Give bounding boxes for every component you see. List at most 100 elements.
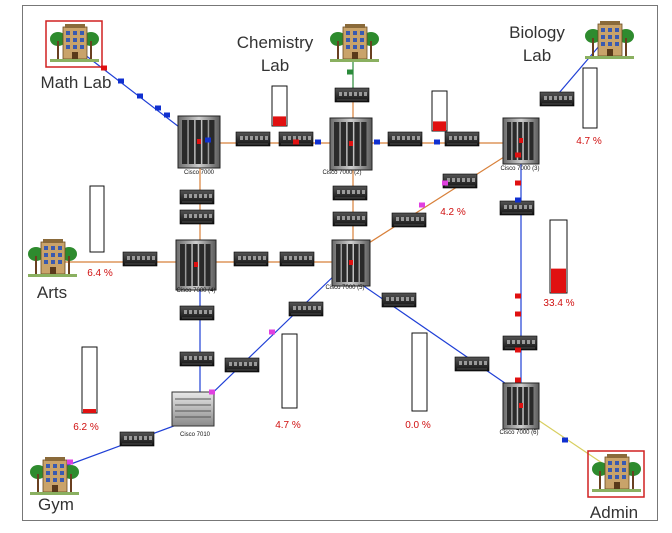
switch-icon	[224, 357, 260, 373]
site-math[interactable]	[45, 20, 103, 68]
site-label-arts: Arts	[37, 283, 67, 302]
router-r1[interactable]	[177, 115, 221, 169]
switch-13[interactable]	[279, 251, 315, 267]
switch-icon	[179, 351, 215, 367]
switch-5[interactable]	[444, 131, 480, 147]
packet-6	[205, 137, 211, 143]
packet-10	[434, 139, 440, 145]
meter-frame	[281, 333, 298, 409]
meter-m-gym	[81, 346, 98, 414]
switch-4[interactable]	[387, 131, 423, 147]
switch-icon	[442, 173, 478, 189]
switch-24[interactable]	[119, 431, 155, 447]
meter-fill	[273, 116, 286, 126]
switch-22[interactable]	[502, 335, 538, 351]
switch-icon	[332, 211, 368, 227]
site-admin[interactable]	[587, 450, 645, 498]
switch-12[interactable]	[233, 251, 269, 267]
packet-1	[101, 65, 107, 71]
meter-label-m-gym: 6.2 %	[73, 422, 99, 433]
site-label-math: Math Lab	[41, 73, 112, 92]
router-label-r3: Cisco 7000 (3)	[500, 166, 539, 172]
router-chassis-icon	[171, 391, 215, 427]
site-label-bio: Biology	[509, 23, 565, 42]
switch-8[interactable]	[179, 209, 215, 225]
switch-7[interactable]	[179, 189, 215, 205]
router-label-r6: Cisco 7000 (6)	[499, 430, 538, 436]
switch-14[interactable]	[442, 173, 478, 189]
switch-9[interactable]	[332, 185, 368, 201]
packet-9	[374, 139, 380, 145]
router-label-r5: Cisco 7000 (5)	[325, 285, 364, 291]
router-tower-icon	[175, 239, 217, 291]
packet-22	[209, 389, 215, 395]
router-r7[interactable]	[171, 391, 215, 427]
switch-2[interactable]	[278, 131, 314, 147]
building-icon	[585, 21, 634, 59]
router-label-r7: Cisco 7010	[180, 432, 211, 438]
switch-3[interactable]	[334, 87, 370, 103]
building-icon	[28, 239, 77, 277]
switch-11[interactable]	[122, 251, 158, 267]
switch-icon	[119, 431, 155, 447]
switch-19[interactable]	[381, 292, 417, 308]
router-tower-icon	[329, 117, 373, 171]
building-icon	[30, 457, 79, 495]
switch-23[interactable]	[454, 356, 490, 372]
meter-label-m-mid: 4.7 %	[275, 420, 301, 431]
meter-m-mid	[281, 333, 298, 409]
switch-6[interactable]	[539, 91, 575, 107]
switch-icon	[539, 91, 575, 107]
meter-fill	[551, 268, 566, 293]
nodes-layer	[28, 20, 645, 498]
building-icon	[330, 24, 379, 62]
site-label-chem-line2: Lab	[261, 56, 289, 75]
switch-1[interactable]	[235, 131, 271, 147]
switch-icon	[279, 251, 315, 267]
router-r5[interactable]	[331, 239, 371, 287]
packet-12	[515, 152, 521, 158]
switch-15[interactable]	[391, 212, 427, 228]
meter-frame	[89, 185, 105, 253]
switch-icon	[387, 131, 423, 147]
switch-16[interactable]	[499, 200, 535, 216]
router-r4[interactable]	[175, 239, 217, 291]
meter-label-m-bio: 4.7 %	[576, 136, 602, 147]
switch-icon	[288, 301, 324, 317]
meter-label-m-center: 4.2 %	[440, 207, 466, 218]
meter-label-m-right: 33.4 %	[543, 298, 574, 309]
site-label-bio-line2: Lab	[523, 46, 551, 65]
building-icon	[587, 450, 645, 498]
switch-10[interactable]	[332, 211, 368, 227]
site-bio[interactable]	[585, 21, 634, 59]
packet-24	[562, 437, 568, 443]
site-label-admin: Admin	[590, 503, 638, 522]
switch-18[interactable]	[288, 301, 324, 317]
link-12	[354, 279, 516, 391]
site-chem[interactable]	[330, 24, 379, 62]
packet-18	[515, 377, 521, 383]
site-gym[interactable]	[30, 457, 79, 495]
switch-icon	[179, 209, 215, 225]
router-r2[interactable]	[329, 117, 373, 171]
packet-17	[515, 347, 521, 353]
link-13	[199, 269, 341, 406]
packet-21	[269, 329, 275, 335]
packet-7	[293, 139, 299, 145]
meter-m-arts	[89, 185, 105, 253]
packet-14	[515, 197, 521, 203]
site-label-gym: Gym	[38, 495, 74, 514]
switch-icon	[381, 292, 417, 308]
site-arts[interactable]	[28, 239, 77, 277]
switch-17[interactable]	[179, 305, 215, 321]
router-tower-icon	[177, 115, 221, 169]
switch-21[interactable]	[224, 357, 260, 373]
switch-icon	[502, 335, 538, 351]
router-r6[interactable]	[502, 382, 540, 430]
switch-20[interactable]	[179, 351, 215, 367]
router-label-r1: Cisco 7000	[184, 170, 215, 176]
switch-icon	[122, 251, 158, 267]
switch-icon	[332, 185, 368, 201]
meter-label-m-lower: 0.0 %	[405, 420, 431, 431]
